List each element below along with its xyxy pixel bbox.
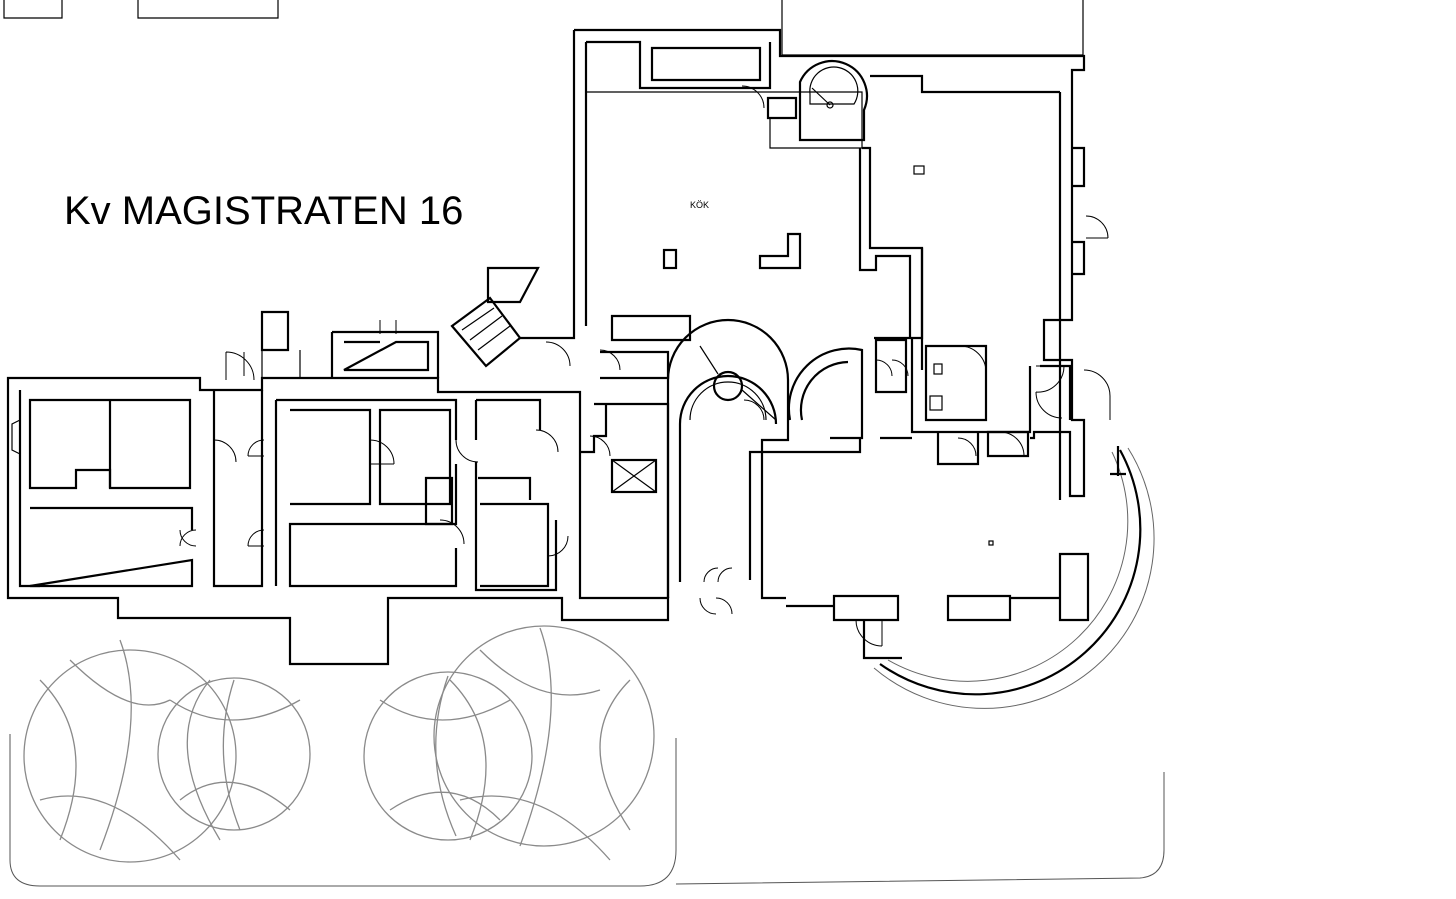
- room-label-kitchen: KÖK: [690, 200, 709, 210]
- plan-title: Kv MAGISTRATEN 16: [64, 189, 463, 233]
- neighbour-buildings: [3, 0, 1084, 56]
- tree-3: [363, 671, 533, 841]
- tree-symbols: [23, 625, 655, 863]
- tree-2: [157, 677, 311, 831]
- doors: [179, 85, 1111, 647]
- site-outline: [9, 734, 1165, 887]
- tree-1: [23, 639, 237, 863]
- stair-towers: [666, 318, 864, 598]
- tree-4: [433, 625, 655, 861]
- main-hall: [760, 436, 1155, 709]
- kitchen-block: [520, 28, 1086, 598]
- west-wing: [6, 266, 670, 666]
